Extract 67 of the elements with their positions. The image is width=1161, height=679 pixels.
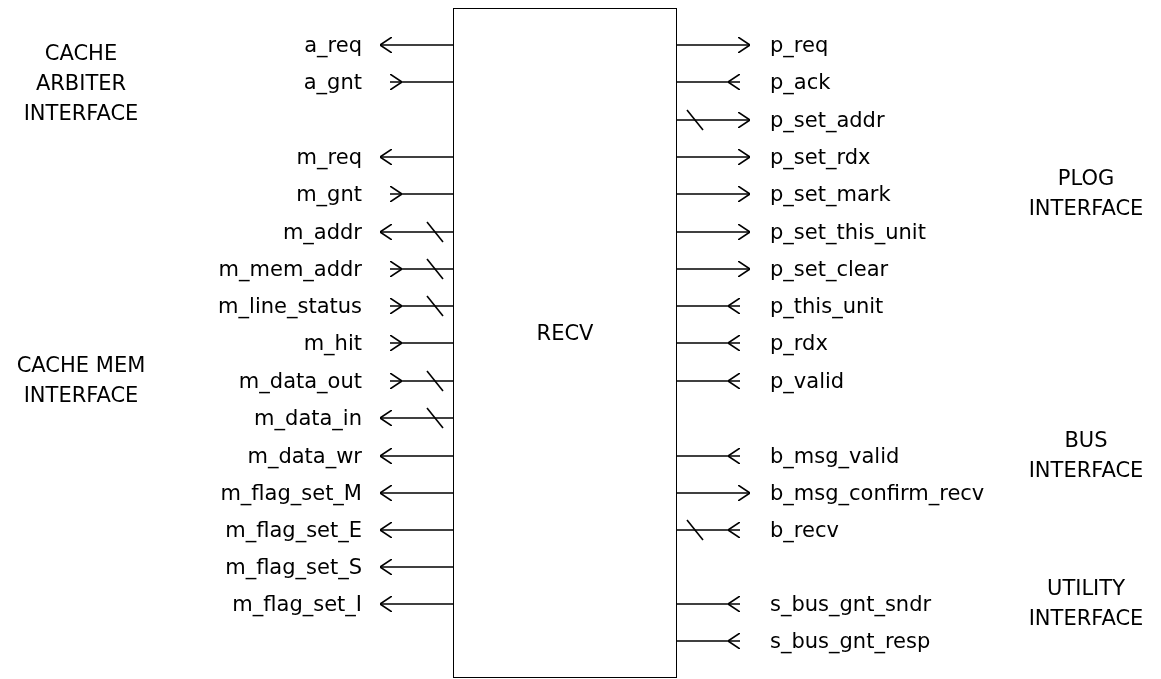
signal-name: b_msg_valid [770, 443, 900, 469]
signal-arrow [379, 521, 454, 539]
signal-name: m_addr [282, 219, 362, 245]
signal-arrow [676, 185, 751, 203]
signal-name: p_set_this_unit [770, 219, 926, 245]
signal-arrow [379, 484, 454, 502]
signal-name: m_line_status [218, 293, 362, 319]
signal-name: p_set_addr [770, 107, 885, 133]
signal-name: a_req [304, 32, 362, 58]
signal-arrow [676, 111, 751, 129]
signal-name: p_this_unit [770, 293, 884, 319]
signal-name: m_flag_set_S [225, 554, 362, 580]
signal-name: m_flag_set_M [220, 480, 362, 506]
signal-arrow [676, 447, 741, 465]
signal-name: s_bus_gnt_sndr [770, 591, 932, 617]
signal-name: p_req [770, 32, 829, 58]
signal-name: m_flag_set_I [232, 591, 362, 617]
signal-name: m_gnt [296, 181, 362, 207]
signal-arrow [379, 595, 454, 613]
signal-arrow [676, 223, 751, 241]
signal-arrow [676, 297, 741, 315]
signal-name: m_flag_set_E [225, 517, 362, 543]
signal-name: m_data_out [238, 368, 362, 394]
signal-arrow [379, 36, 454, 54]
block-name: RECV [535, 321, 595, 345]
signal-arrow [389, 73, 454, 91]
block-box [453, 8, 677, 678]
interface-label: CACHE ARBITER INTERFACE [22, 40, 140, 127]
signal-name: m_hit [303, 330, 362, 356]
interface-label: PLOG INTERFACE [1027, 165, 1145, 222]
signal-name: p_rdx [770, 330, 828, 356]
signal-name: m_data_in [254, 405, 362, 431]
signal-arrow [389, 334, 454, 352]
interface-label: CACHE MEM INTERFACE [15, 352, 147, 409]
signal-arrow [379, 148, 454, 166]
interface-label: BUS INTERFACE [1027, 427, 1145, 484]
signal-arrow [389, 185, 454, 203]
signal-arrow [379, 223, 454, 241]
signal-name: m_data_wr [247, 443, 362, 469]
signal-arrow [676, 372, 741, 390]
signal-arrow [676, 484, 751, 502]
signal-arrow [676, 632, 741, 650]
signal-name: s_bus_gnt_resp [770, 628, 931, 654]
signal-name: p_set_rdx [770, 144, 871, 170]
signal-arrow [676, 148, 751, 166]
signal-arrow [676, 595, 741, 613]
signal-arrow [676, 36, 751, 54]
signal-arrow [379, 447, 454, 465]
signal-arrow [676, 260, 751, 278]
signal-name: p_set_mark [770, 181, 891, 207]
signal-name: p_ack [770, 69, 831, 95]
signal-arrow [676, 334, 741, 352]
signal-arrow [389, 297, 454, 315]
signal-name: b_recv [770, 517, 839, 543]
signal-arrow [379, 409, 454, 427]
signal-arrow [389, 372, 454, 390]
signal-name: b_msg_confirm_recv [770, 480, 985, 506]
signal-name: m_mem_addr [218, 256, 362, 282]
signal-name: p_valid [770, 368, 845, 394]
signal-arrow [676, 73, 741, 91]
signal-arrow [389, 260, 454, 278]
signal-arrow [379, 558, 454, 576]
signal-name: m_req [296, 144, 362, 170]
interface-label: UTILITY INTERFACE [1027, 575, 1145, 632]
signal-arrow [676, 521, 741, 539]
signal-name: p_set_clear [770, 256, 889, 282]
signal-name: a_gnt [303, 69, 362, 95]
